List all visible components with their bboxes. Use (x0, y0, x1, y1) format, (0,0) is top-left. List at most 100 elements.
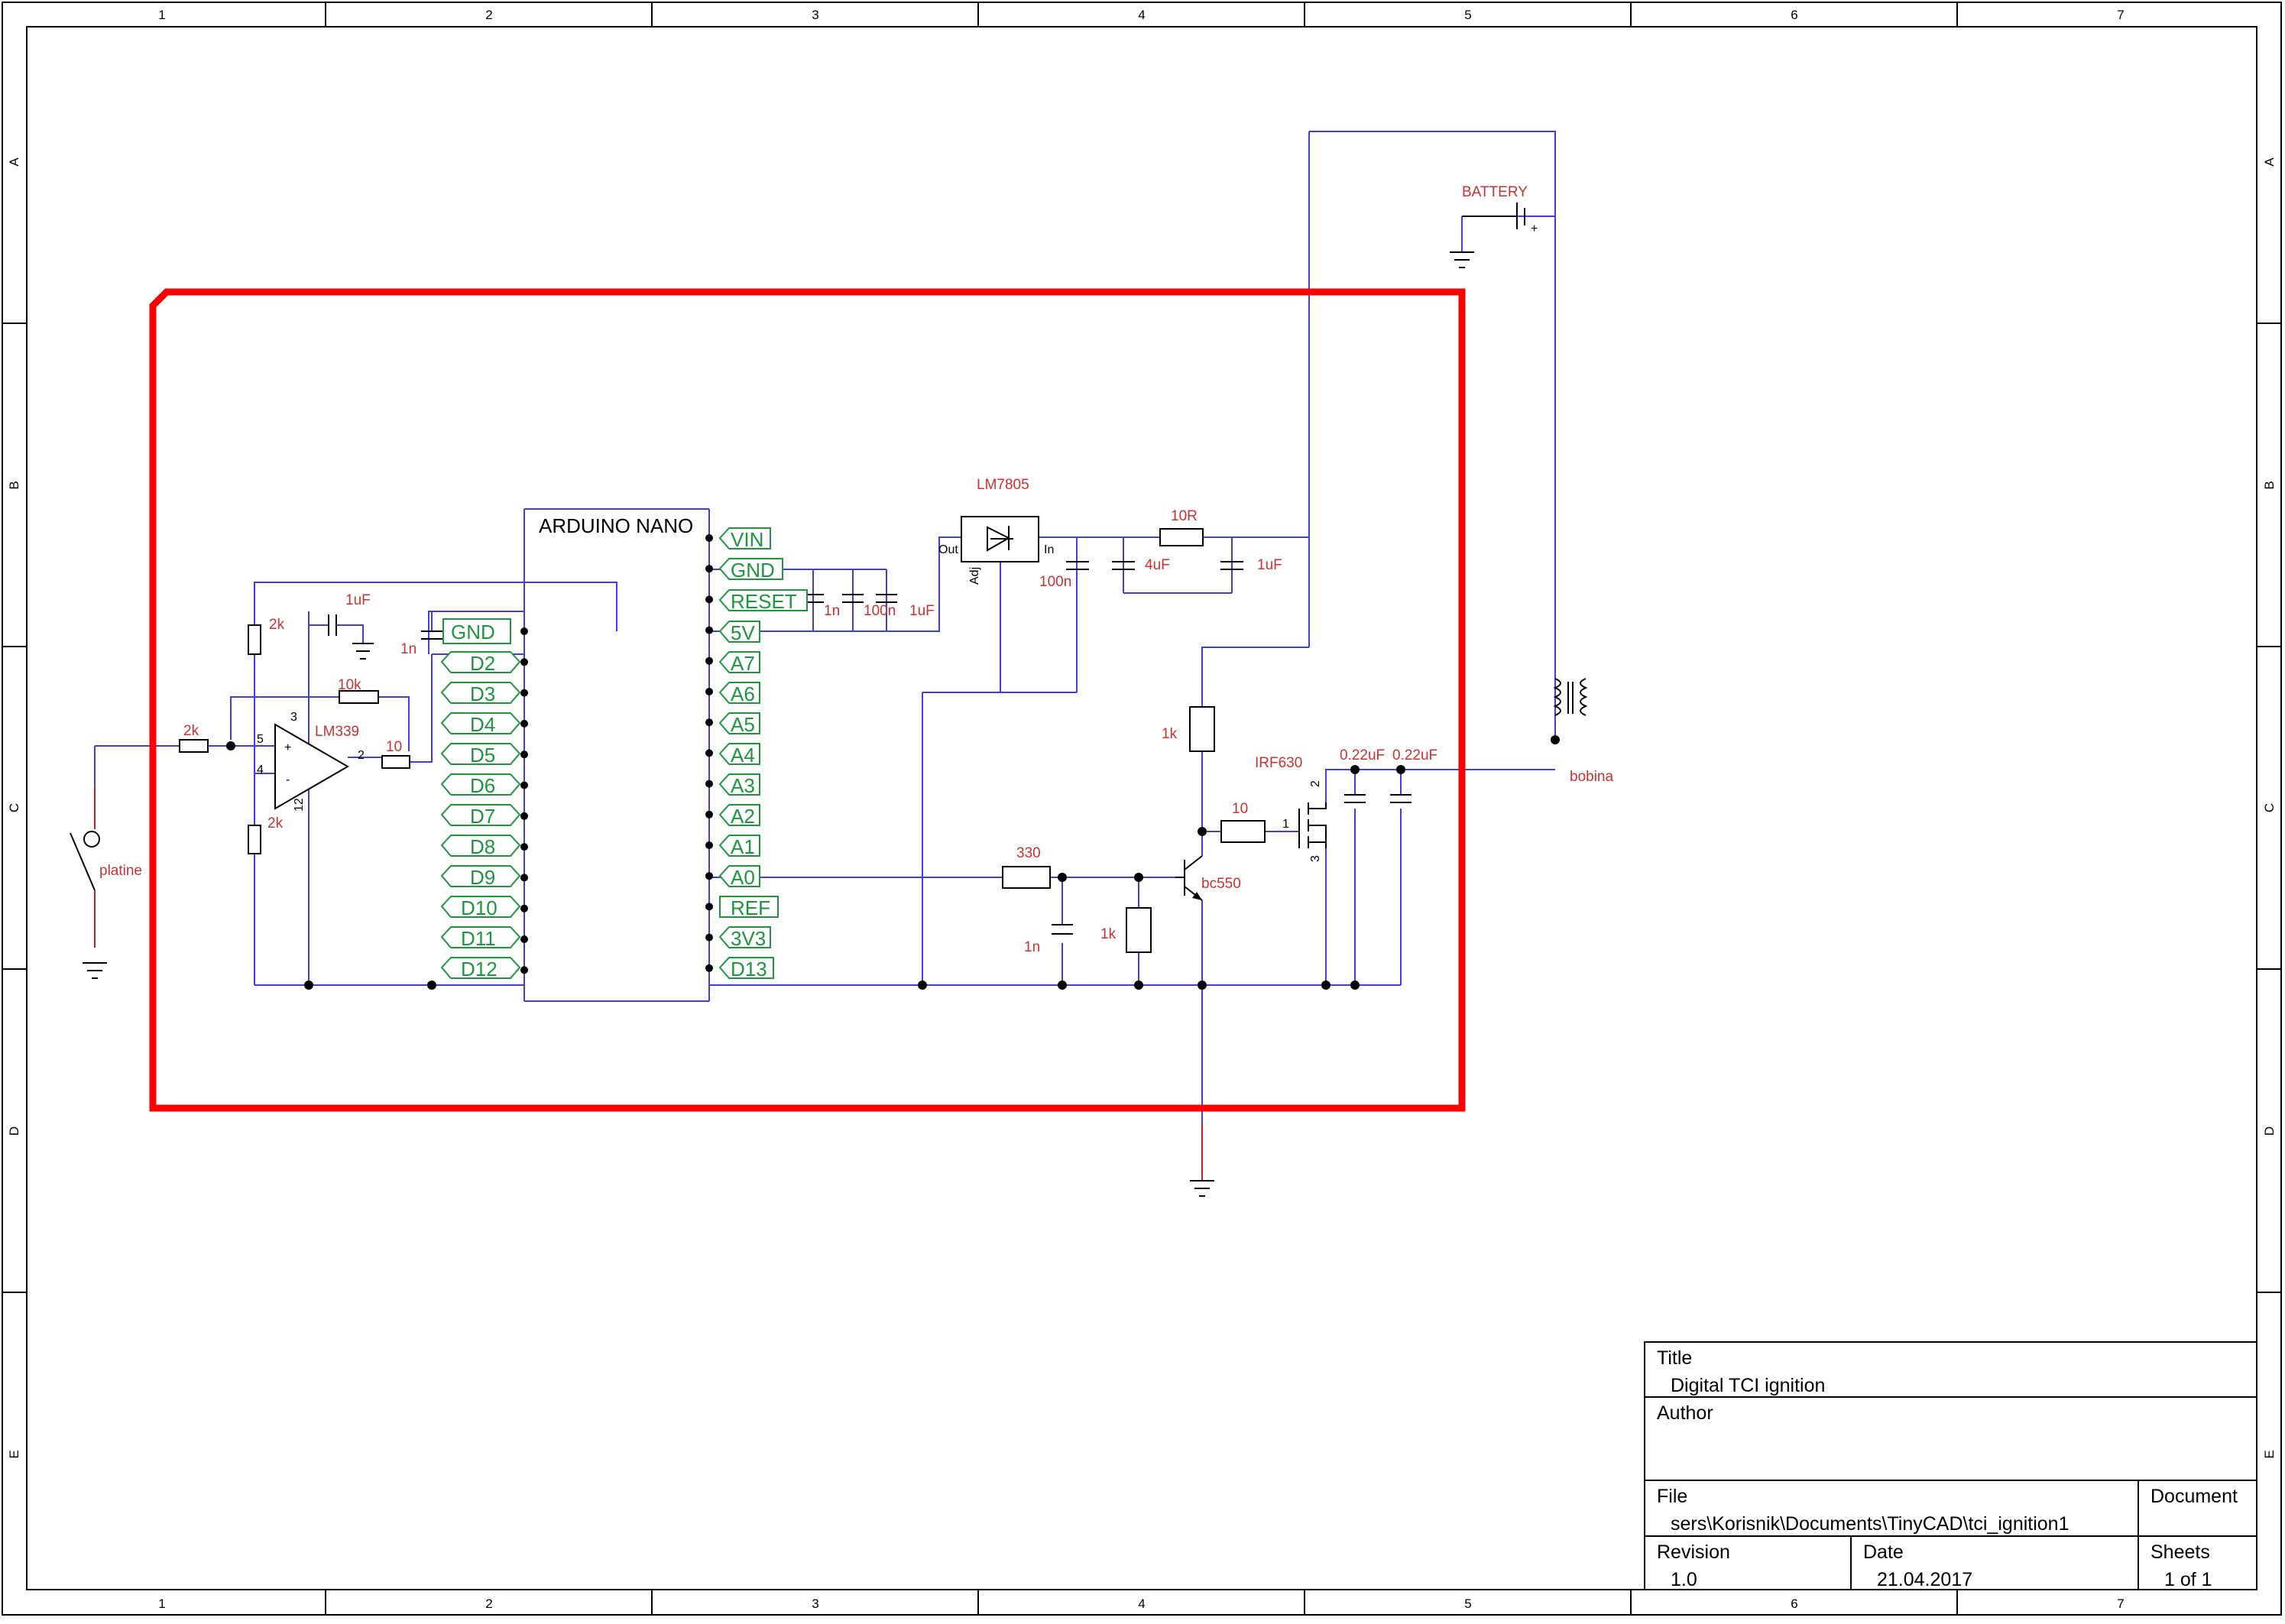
pin-label-a1: A1 (718, 835, 760, 858)
cap-4uf: 4uF (1112, 557, 1170, 573)
junction-dot (918, 981, 927, 990)
r-2k-bot-label: 2k (267, 815, 284, 831)
r-10r-label: 10R (1171, 508, 1198, 524)
resistor-1k-base: 1k (1100, 907, 1152, 953)
pin-dot (705, 780, 713, 788)
mosfet-label: IRF630 (1255, 755, 1302, 771)
wires (94, 131, 1556, 1181)
revision-value: 1.0 (1671, 1569, 1697, 1590)
cap-100n-reg: 100n (1039, 561, 1089, 590)
reg-adj-label: Adj (968, 567, 981, 585)
pin-dot (705, 656, 713, 665)
resistor-2k-input: 2k (179, 723, 209, 753)
mcu-right-pins: VIN GND RESET 5V A7 A6 A5 A4 A3 A2 A1 A0… (718, 527, 808, 981)
resistor-1k-collector: 1k (1162, 706, 1215, 752)
junction-dot (1058, 873, 1067, 882)
comparator-label: LM339 (315, 724, 359, 740)
title-value: Digital TCI ignition (1671, 1375, 1825, 1396)
cap-1uf-in: 1uF (1220, 557, 1282, 573)
svg-text:3V3: 3V3 (731, 927, 766, 950)
pin-label-a0: A0 (718, 865, 760, 889)
svg-text:D5: D5 (470, 744, 495, 767)
pin-label-d8: D8 (440, 835, 521, 858)
pin-label-gnd-right: GND (718, 558, 783, 582)
junction-dot (304, 981, 313, 990)
platine-label: platine (99, 863, 142, 879)
pin-dot (520, 935, 528, 943)
pin-dot (705, 964, 713, 972)
col-ref: 3 (812, 1596, 818, 1611)
junction-dots (226, 735, 1560, 990)
c-1uf-mcu-label: 1uF (909, 603, 935, 619)
pin-dot (520, 719, 528, 728)
svg-text:5V: 5V (731, 621, 755, 644)
svg-text:D10: D10 (461, 896, 498, 919)
cap-100n-mcu: 100n (842, 594, 896, 619)
author-label: Author (1657, 1402, 1713, 1424)
pin-label-ref: REF (719, 896, 779, 919)
svg-text:A3: A3 (731, 774, 755, 797)
r-10-out-label: 10 (386, 739, 402, 755)
svg-text:D6: D6 (470, 774, 495, 797)
c-1n-comp-label: 1n (400, 641, 416, 657)
cap-022uf-a: 0.22uF (1340, 747, 1385, 803)
col-ref: 3 (812, 8, 818, 22)
regulator-lm7805: LM7805 Out In Adj (938, 477, 1054, 585)
row-ref: C (2262, 803, 2277, 812)
pin-dot (705, 872, 713, 880)
pin-dot (705, 534, 713, 542)
pin-dot (520, 812, 528, 820)
junction-dot (226, 741, 235, 750)
junction-dot (1350, 765, 1360, 774)
sheets-label: Sheets (2150, 1541, 2210, 1563)
row-ref: C (7, 803, 21, 812)
pin-label-d11: D11 (440, 926, 521, 950)
mcu-name: ARDUINO NANO (539, 514, 693, 537)
resistor-2k-bottom: 2k (248, 815, 284, 854)
pin-dot (520, 750, 528, 759)
comp-minus: - (286, 773, 290, 786)
pin-label-a7: A7 (718, 651, 760, 675)
pin-label-d10: D10 (440, 896, 521, 919)
transistor-bc550: bc550 (1175, 855, 1241, 901)
col-ref: 4 (1138, 1596, 1145, 1611)
pin-dot (705, 933, 713, 942)
regulator-label: LM7805 (977, 477, 1029, 493)
pin-label-d7: D7 (440, 804, 521, 828)
pin-dot (520, 689, 528, 697)
ground-transistor (1190, 1180, 1214, 1197)
pin-dot (520, 966, 528, 974)
pin-dot (520, 781, 528, 789)
svg-text:D4: D4 (470, 713, 495, 736)
file-value: sers\Korisnik\Documents\TinyCAD\tci_igni… (1671, 1513, 2069, 1535)
col-ref: 5 (1464, 8, 1471, 22)
transistor-label: bc550 (1201, 876, 1241, 892)
c-1uf-comp-label: 1uF (345, 592, 371, 608)
col-ref: 7 (2117, 1596, 2124, 1611)
r-2k-top-label: 2k (269, 617, 285, 633)
c-1n-base-label: 1n (1024, 939, 1040, 955)
row-ref: B (2262, 481, 2277, 489)
pin-dot (520, 627, 528, 635)
c-1n-mcu-label: 1n (824, 603, 840, 619)
mosfet-irf630: IRF630 1 2 3 (1255, 755, 1327, 862)
pin-dot (520, 843, 528, 851)
resistor-10-gate: 10 (1220, 801, 1266, 843)
pin-label-d13: D13 (718, 957, 774, 981)
comp-pin-5: 5 (257, 733, 264, 746)
comp-pin-2: 2 (358, 749, 365, 762)
junction-dot (1198, 827, 1207, 836)
junction-dot (1134, 981, 1143, 990)
resistor-330: 330 (1002, 845, 1051, 889)
svg-text:GND: GND (451, 621, 495, 643)
resistor-10-out: 10 (381, 739, 410, 769)
pin-label-reset: RESET (718, 589, 808, 613)
c-1uf-in-label: 1uF (1257, 557, 1282, 573)
pin-label-d12: D12 (440, 957, 521, 981)
c-100n-reg-label: 100n (1039, 574, 1071, 590)
pin-label-d3: D3 (440, 682, 521, 705)
col-ref: 2 (485, 8, 492, 22)
pin-dot (705, 810, 713, 818)
pin-dot (705, 749, 713, 757)
